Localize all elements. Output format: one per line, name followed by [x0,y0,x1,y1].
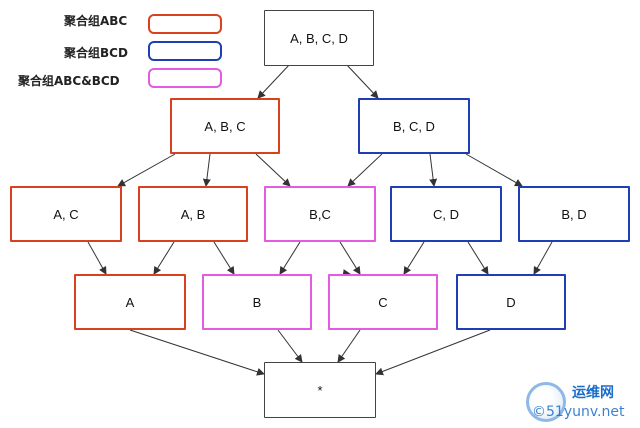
legend-both-swatch [148,68,222,88]
edge-abc-bc [255,153,291,187]
node-d: D [456,274,566,330]
watermark-logo-icon [526,382,566,422]
edge-abcd-abc [257,63,291,99]
node-abc-label: A, B, C [204,118,246,134]
legend-abc-swatch [148,14,222,34]
node-abcd-label: A, B, C, D [290,30,348,46]
edge-ac-c [342,269,351,277]
edge-bc-c [339,241,361,275]
watermark: 运维网 ©51yunv.net [522,380,638,426]
node-ac-label: A, C [53,206,79,222]
edge-abc-ab [202,153,211,187]
edge-a-all [129,329,265,376]
edge-abcd-bcd [345,63,379,99]
node-b-label: B [252,294,262,310]
edge-bcd-bd [465,153,523,187]
edge-d-all [375,329,491,376]
edge-cd-d [467,241,489,275]
watermark-top: 运维网 [572,385,614,401]
node-bc-label: B,C [309,206,331,222]
watermark-bottom: ©51yunv.net [532,404,625,420]
legend-abc: 聚合组ABC [64,12,127,29]
node-bcd-label: B, C, D [393,118,435,134]
edge-cd-c [403,241,425,275]
legend-both-label: 聚合组ABC&BCD [18,74,120,88]
node-b: B [202,274,312,330]
node-d-label: D [506,294,516,310]
legend-bcd: 聚合组BCD [64,44,128,61]
node-ab-label: A, B [180,206,206,222]
edge-ac-a [87,241,107,275]
edge-bcd-cd [429,153,438,187]
node-ab: A, B [138,186,248,242]
edge-b-all [277,329,303,363]
node-bc: B,C [264,186,376,242]
edge-bc-b [279,241,301,275]
node-cd-label: C, D [433,206,459,222]
node-abcd: A, B, C, D [264,10,374,66]
edge-bd-d [533,241,553,275]
legend-abc-label: 聚合组ABC [64,14,128,28]
edge-c-all [337,329,361,363]
edge-bcd-bc [347,153,383,187]
edge-abc-ac [117,153,176,187]
node-ac: A, C [10,186,122,242]
node-bd: B, D [518,186,630,242]
node-bd-label: B, D [561,206,587,222]
node-all-label: * [317,382,323,398]
edge-ab-a [153,241,175,275]
node-a-label: A [125,294,135,310]
legend-bcd-label: 聚合组BCD [64,46,128,60]
node-a: A [74,274,186,330]
node-bcd: B, C, D [358,98,470,154]
node-c: C [328,274,438,330]
node-abc: A, B, C [170,98,280,154]
legend-both: 聚合组ABC&BCD [18,72,120,89]
node-c-label: C [378,294,388,310]
node-all: * [264,362,376,418]
edge-ab-b [213,241,235,275]
node-cd: C, D [390,186,502,242]
legend-bcd-swatch [148,41,222,61]
